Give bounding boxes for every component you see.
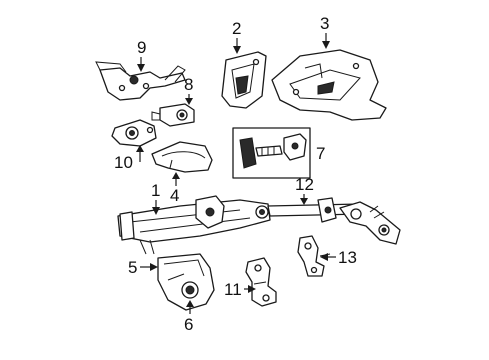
callout-10: 10: [114, 153, 133, 172]
part-10-lock-housing[interactable]: [111, 119, 157, 147]
arrow-4: [172, 172, 180, 179]
part-3-support-bracket[interactable]: [271, 49, 387, 121]
part-11-mounting-bracket[interactable]: [245, 257, 277, 307]
part-1-steering-column[interactable]: [117, 195, 271, 255]
callout-8: 8: [184, 75, 193, 94]
callout-2: 2: [232, 19, 241, 38]
callout-7: 7: [316, 144, 325, 163]
callout-9: 9: [137, 38, 146, 57]
callout-4: 4: [170, 186, 179, 205]
arrow-5: [150, 263, 158, 271]
arrow-3: [322, 41, 330, 49]
part-4-column-shroud[interactable]: [151, 141, 213, 173]
arrow-1: [152, 207, 160, 215]
part-8-ignition-switch[interactable]: [151, 103, 195, 127]
callout-6: 6: [184, 315, 193, 334]
arrow-9: [137, 64, 145, 72]
part-2-bracket[interactable]: [221, 51, 267, 109]
callout-3: 3: [320, 14, 329, 33]
callout-5: 5: [128, 258, 137, 277]
arrow-2: [233, 46, 241, 54]
arrow-6: [186, 300, 194, 307]
arrow-12: [300, 198, 308, 205]
callout-12: 12: [295, 175, 314, 194]
arrow-10: [136, 145, 144, 152]
part-7-lock-cylinder-kit[interactable]: [232, 127, 311, 179]
callout-1: 1: [151, 181, 160, 200]
arrow-13: [320, 253, 328, 261]
callout-13: 13: [338, 248, 357, 267]
part-12-intermediate-shaft[interactable]: [267, 197, 401, 245]
part-13-shaft-bracket[interactable]: [297, 235, 331, 277]
part-5-lower-shroud[interactable]: [157, 253, 215, 311]
part-9-combination-switch[interactable]: [95, 61, 186, 101]
arrow-8: [185, 98, 193, 105]
arrow-11: [248, 285, 256, 293]
callout-11: 11: [224, 280, 242, 299]
